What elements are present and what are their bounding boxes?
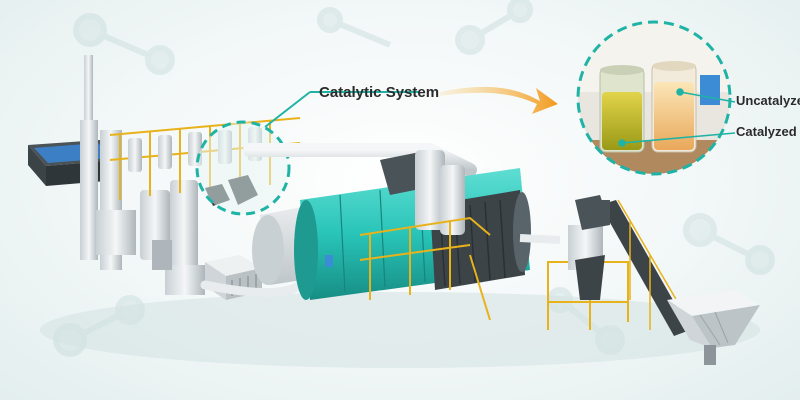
ground-shadow	[40, 292, 760, 368]
catalytic-system-label: Catalytic System	[319, 84, 440, 101]
gas-separator	[380, 150, 465, 235]
curved-arrow-icon	[440, 86, 558, 114]
discharge-pipe	[519, 234, 561, 244]
chimney-stack	[80, 55, 136, 270]
feed-hopper	[667, 290, 760, 365]
catalyzed-label: Catalyzed	[736, 124, 797, 139]
uncatalyzed-label: Uncatalyze	[736, 93, 800, 108]
label-leaders	[618, 88, 736, 147]
pyrolysis-reactor	[252, 168, 531, 300]
oil-sample-comparison	[576, 20, 732, 176]
reactor-platform	[359, 216, 491, 321]
condenser-towers	[140, 180, 205, 295]
discharge-tower	[547, 195, 629, 330]
